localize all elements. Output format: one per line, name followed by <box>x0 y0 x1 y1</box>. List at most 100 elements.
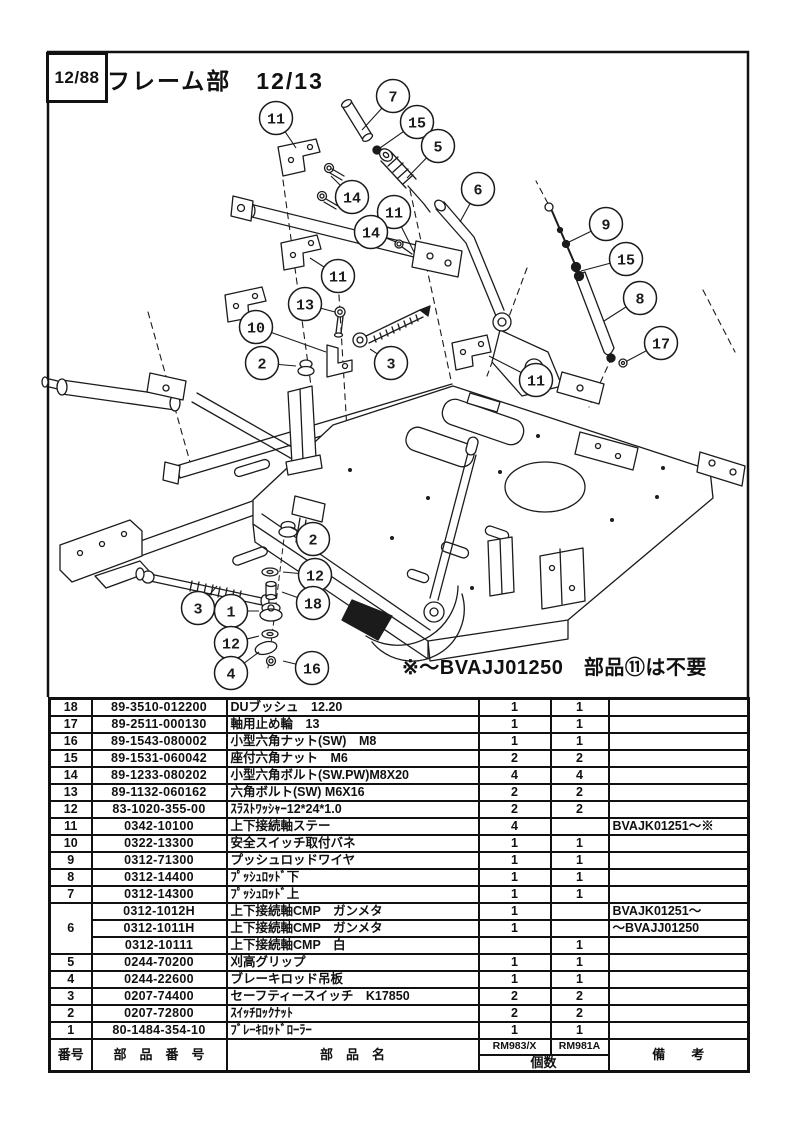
cell-remarks <box>607 800 750 819</box>
cell-qty-rm981a: 1 <box>549 732 610 751</box>
table-header-qty-row: 個数 <box>50 1054 749 1073</box>
cell-part-name: 上下接続軸ステー <box>225 817 480 836</box>
col-header-part-number: 部 品 番 号 <box>90 1038 228 1073</box>
callout-8 <box>622 280 658 316</box>
callout-number-15: 15 <box>617 252 635 269</box>
serial-note: ※～BVAJJ01250 部品⑪は不要 <box>402 657 707 679</box>
callout-15 <box>399 104 435 140</box>
cell-row-number: 13 <box>48 783 93 802</box>
deck-plate <box>252 385 746 662</box>
cell-qty-rm981a: 2 <box>549 783 610 802</box>
callout-11 <box>376 194 412 230</box>
cell-remarks <box>607 868 750 887</box>
cell-part-number: 0342-10100 <box>90 817 228 836</box>
callout-number-2: 2 <box>308 532 317 549</box>
upper-link-arm <box>230 195 463 278</box>
callout-14 <box>353 214 389 250</box>
cell-part-name: ﾌﾟｯｼｭﾛｯﾄﾞ下 <box>225 868 480 887</box>
callout-number-7: 7 <box>388 89 397 106</box>
callout-number-17: 17 <box>652 336 670 353</box>
col-header-part-name: 部 品 名 <box>225 1038 480 1073</box>
callout-number-11: 11 <box>267 111 285 128</box>
parts-table-footer: 番号 部 品 番 号 部 品 名 RM983/X RM981A 備 考 個数 <box>48 1038 750 1073</box>
cell-qty-rm981a: 2 <box>549 987 610 1006</box>
cell-part-number: 0322-13300 <box>90 834 228 853</box>
cell-part-name: 刈高グリップ <box>225 953 480 972</box>
cell-remarks <box>607 715 750 734</box>
callout-11 <box>518 362 554 398</box>
under-deck-brackets <box>487 536 586 610</box>
washer-stack <box>254 495 326 669</box>
callout-2 <box>244 345 280 381</box>
connecting-shaft <box>434 199 605 405</box>
callout-number-13: 13 <box>296 297 314 314</box>
cell-part-number: 0244-22600 <box>90 970 228 989</box>
cell-row-number: 1 <box>48 1021 93 1040</box>
callout-7 <box>375 78 411 114</box>
cell-remarks <box>607 970 750 989</box>
cell-row-number: 15 <box>48 749 93 768</box>
cell-qty-rm983x: 1 <box>477 697 552 717</box>
cell-row-number: 5 <box>48 953 93 972</box>
cell-part-number: 0312-1012H <box>90 902 228 921</box>
cell-qty-rm983x: 1 <box>477 902 552 921</box>
cell-part-name: DUブッシュ 12.20 <box>225 697 480 717</box>
push-rod-upper <box>340 98 431 213</box>
cell-row-number: 11 <box>48 817 93 836</box>
col-header-remarks: 備 考 <box>607 1038 750 1073</box>
callout-number-11: 11 <box>385 205 403 222</box>
page-number-box: 12/88 <box>46 52 108 103</box>
callout-15 <box>608 241 644 277</box>
cell-part-name: 座付六角ナット M6 <box>225 749 480 768</box>
drawing-border <box>46 50 750 697</box>
cell-remarks <box>607 834 750 853</box>
cell-part-number: 0244-70200 <box>90 953 228 972</box>
cell-qty-rm983x: 1 <box>477 970 552 989</box>
cell-remarks: ～BVAJJ01250 <box>607 919 750 938</box>
cell-qty-rm983x: 1 <box>477 919 552 938</box>
cell-part-name: 安全スイッチ取付バネ <box>225 834 480 853</box>
callout-number-10: 10 <box>247 320 265 337</box>
cell-part-name: 上下接続軸CMP ガンメタ <box>225 902 480 921</box>
cell-qty-rm983x: 1 <box>477 732 552 751</box>
cell-qty-rm983x: 1 <box>477 834 552 853</box>
callout-number-9: 9 <box>601 217 610 234</box>
cell-row-number: 9 <box>48 851 93 870</box>
bolts <box>316 162 413 255</box>
cell-remarks <box>607 1004 750 1023</box>
cell-remarks <box>607 987 750 1006</box>
switch-parts <box>297 305 431 378</box>
cell-part-name: ﾌﾟｯｼｭﾛｯﾄﾞ上 <box>225 885 480 904</box>
cell-part-number: 89-3510-012200 <box>90 697 228 717</box>
cell-part-name: 六角ボルト(SW) M6X16 <box>225 783 480 802</box>
push-rod-lower <box>544 202 628 368</box>
callout-number-15: 15 <box>408 115 426 132</box>
cell-row-number: 12 <box>48 800 93 819</box>
cell-qty-rm983x: 1 <box>477 953 552 972</box>
col-header-number: 番号 <box>48 1038 93 1073</box>
cell-part-number: 0312-14400 <box>90 868 228 887</box>
callout-number-2: 2 <box>257 356 266 373</box>
cell-row-number: 14 <box>48 766 93 785</box>
cell-qty-rm981a: 1 <box>549 868 610 887</box>
cell-part-number: 0207-72800 <box>90 1004 228 1023</box>
cell-part-number: 89-2511-000130 <box>90 715 228 734</box>
callout-number-16: 16 <box>303 661 321 678</box>
cell-qty-rm981a <box>549 817 610 836</box>
cell-qty-rm981a: 1 <box>549 970 610 989</box>
cell-qty-rm981a: 1 <box>549 953 610 972</box>
cell-remarks <box>607 783 750 802</box>
